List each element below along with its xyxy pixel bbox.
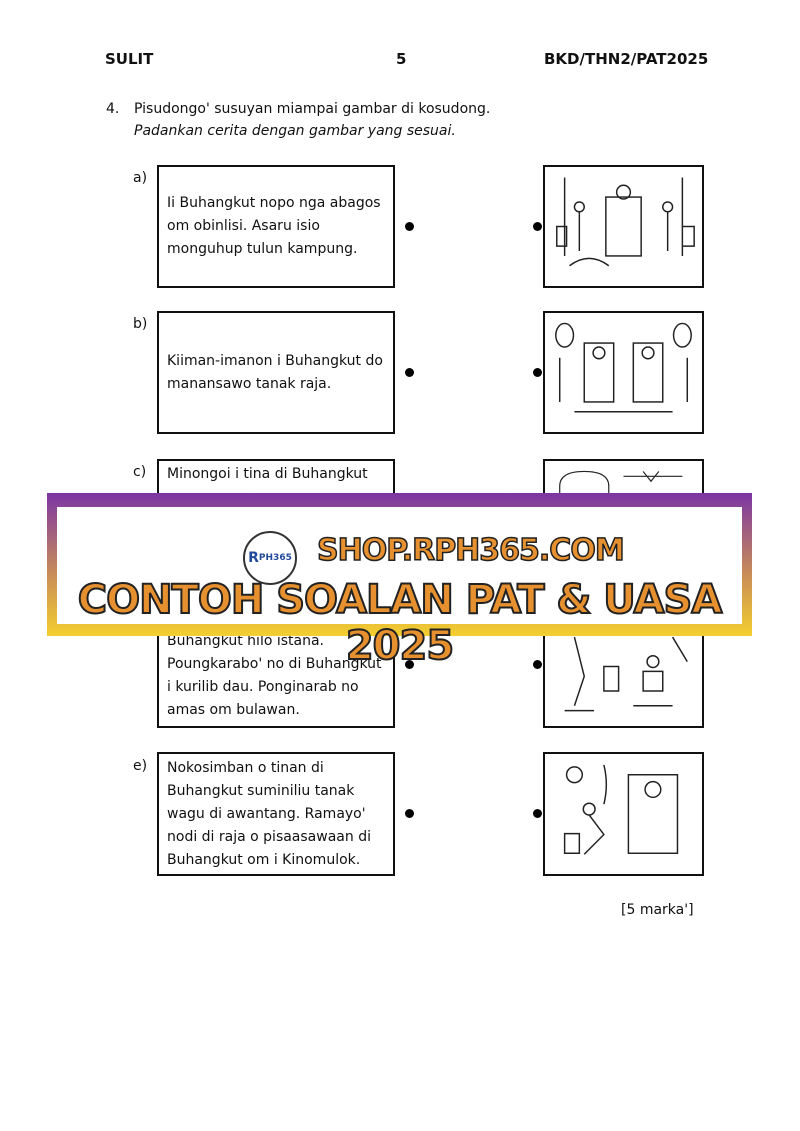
header-sulit: SULIT — [105, 50, 154, 68]
picture-a-village-chief — [543, 165, 704, 288]
page-number: 5 — [396, 50, 407, 68]
match-dot-left-d[interactable] — [405, 660, 414, 669]
question-instruction: Pisudongo' susuyan miampai gambar di kos… — [134, 101, 491, 117]
item-label: a) — [133, 170, 148, 186]
story-box-a: Ii Buhangkut nopo nga abagos om obinlisi… — [157, 165, 395, 288]
match-dot-right-a[interactable] — [533, 222, 542, 231]
marks-label: [5 marka'] — [621, 902, 694, 918]
picture-b-royal-couple — [543, 311, 704, 434]
match-dot-left-e[interactable] — [405, 809, 414, 818]
match-dot-left-b[interactable] — [405, 368, 414, 377]
question-instruction-italic: Padankan cerita dengan gambar yang sesua… — [134, 123, 456, 139]
match-dot-left-a[interactable] — [405, 222, 414, 231]
story-box-b: Kiiman-imanon i Buhangkut do manansawo t… — [157, 311, 395, 434]
header-code: BKD/THN2/PAT2025 — [544, 50, 709, 68]
watermark-title: CONTOH SOALAN PAT & UASA 2025 — [77, 576, 724, 670]
question-number: 4. — [106, 101, 120, 117]
match-dot-right-d[interactable] — [533, 660, 542, 669]
story-box-e: Nokosimban o tinan di Buhangkut suminili… — [157, 752, 395, 876]
picture-e-king-and-woman — [543, 752, 704, 876]
item-label: e) — [133, 758, 148, 774]
item-label: c) — [133, 464, 147, 480]
watermark-url: SHOP.RPH365.COM — [316, 532, 625, 569]
match-dot-right-e[interactable] — [533, 809, 542, 818]
match-dot-right-b[interactable] — [533, 368, 542, 377]
story-box-d: Buhangkut hilo istana. Poungkarabo' no d… — [157, 605, 395, 728]
item-label: b) — [133, 316, 148, 332]
